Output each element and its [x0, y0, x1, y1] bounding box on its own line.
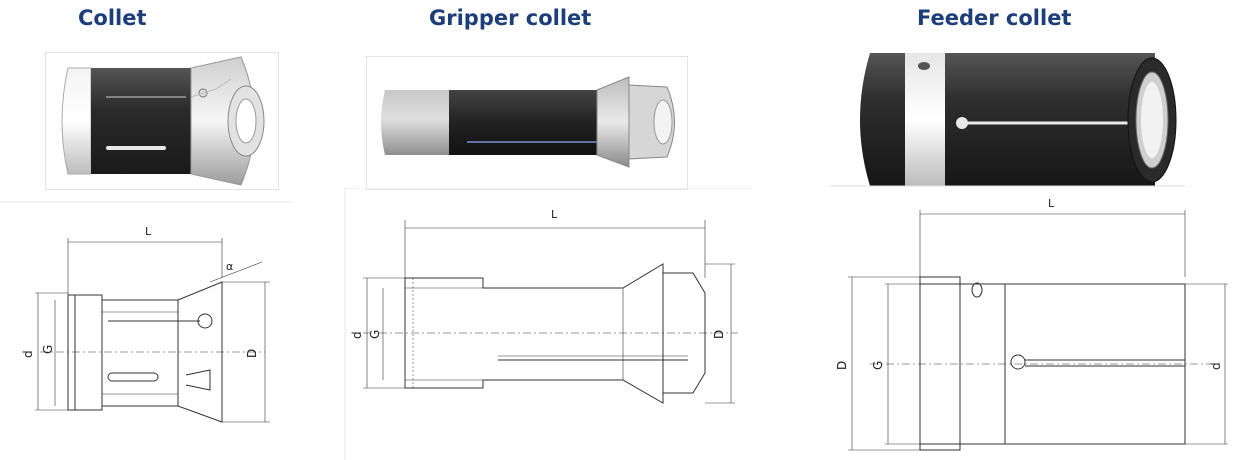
dim-d-label: d [21, 350, 35, 358]
dim-G-label: G [368, 330, 382, 339]
collet-title: Collet [78, 6, 147, 30]
gripper-collet-drawing: L d G D [343, 188, 753, 460]
feeder-collet-drawing: L D G d [830, 192, 1235, 460]
dim-D-label: D [835, 361, 849, 370]
feeder-collet-photo [830, 48, 1185, 190]
feeder-collet-title: Feeder collet [917, 6, 1072, 30]
dim-G-label: G [41, 345, 55, 354]
gripper-collet-photo [366, 56, 688, 190]
dim-D-label: D [245, 349, 259, 358]
gripper-collet-title: Gripper collet [429, 6, 592, 30]
dim-alpha-label: α [226, 260, 233, 273]
collet-photo [45, 52, 279, 190]
dim-L-label: L [1048, 197, 1055, 210]
dim-G-label: G [871, 361, 885, 370]
collet-drawing: L d G D α [0, 200, 295, 460]
dim-d-label: d [350, 331, 364, 339]
dim-D-label: D [712, 330, 726, 339]
dim-d-label: d [1209, 362, 1223, 370]
dim-L-label: L [145, 225, 152, 238]
dim-L-label: L [551, 208, 558, 221]
